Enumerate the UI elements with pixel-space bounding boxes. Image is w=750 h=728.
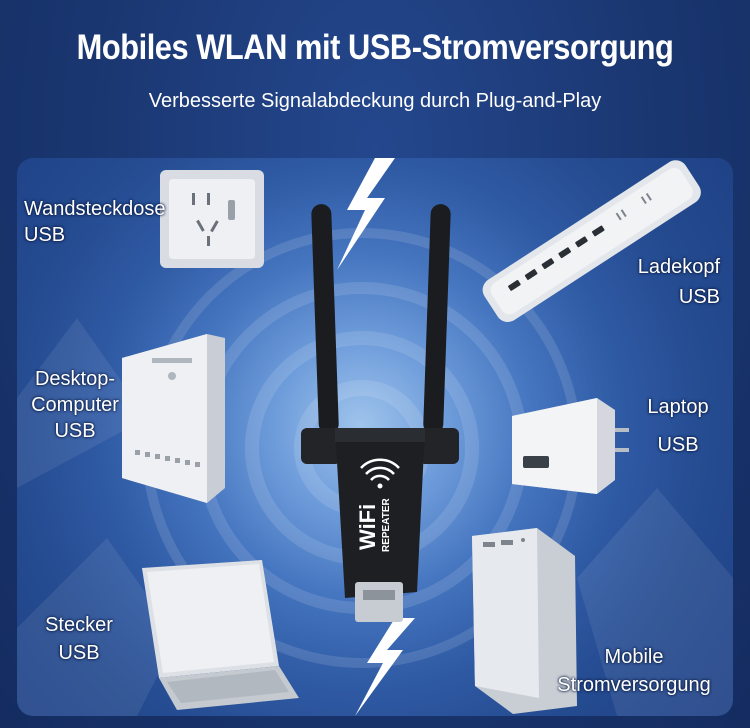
lightning-bolt-icon	[337, 158, 415, 716]
device-illustration-panel: WiFi REPEATER	[17, 158, 733, 716]
wall-socket-icon	[160, 170, 264, 268]
illustration-canvas: WiFi REPEATER	[17, 158, 733, 716]
page-subtitle: Verbesserte Signalabdeckung durch Plug-a…	[148, 90, 602, 112]
page-title: Mobiles WLAN mit USB-Stromversorgung	[76, 28, 674, 67]
power-bank-icon	[472, 528, 577, 714]
label-laptop: Laptop USB	[647, 396, 709, 456]
label-desktop: Desktop- Computer USB	[31, 368, 119, 442]
usb-charger-icon	[512, 398, 629, 494]
desktop-tower-icon	[122, 334, 225, 503]
device-brand-text: WiFi	[355, 504, 380, 550]
label-powerbank: Mobile Stromversorgung	[557, 646, 711, 696]
laptop-icon	[142, 560, 299, 710]
wifi-repeater-dongle-icon: WiFi REPEATER	[301, 204, 459, 622]
power-strip-icon	[482, 160, 701, 323]
label-plug: Stecker USB	[45, 614, 113, 664]
label-charger: Ladekopf USB	[637, 256, 720, 308]
label-wall-socket: Wandsteckdose USB	[24, 198, 166, 246]
device-model-text: REPEATER	[381, 498, 392, 552]
background-waves	[17, 318, 733, 716]
